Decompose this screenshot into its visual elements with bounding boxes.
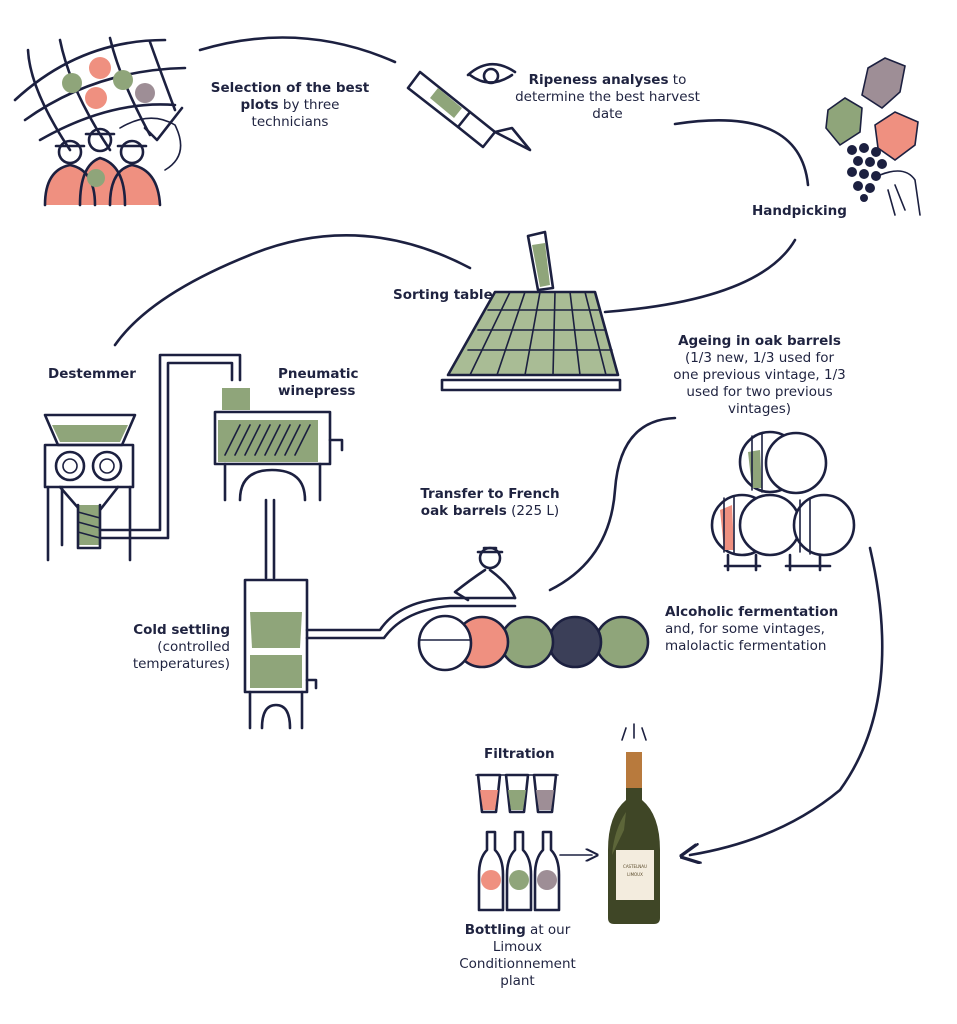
destemmer-label-bold: Destemmer <box>48 366 136 382</box>
cold-settling-label-rest: (controlled temperatures) <box>132 639 230 672</box>
ripeness-label-bold: Ripeness analyses <box>528 72 669 88</box>
filtration-label: Filtration <box>484 746 555 763</box>
fermentation-label-rest: and, for some vintages, malolactic ferme… <box>665 621 827 654</box>
transfer-label: Transfer to French oak barrels (225 L) <box>410 486 570 520</box>
bottling-label-rest: at our Limoux Conditionnement plant <box>459 922 576 989</box>
refractometer-icon <box>406 62 532 152</box>
fermentation-label-bold: Alcoholic fermentation <box>665 604 839 620</box>
cold-settling-tank-icon <box>243 578 517 730</box>
bottling-label-bold: Bottling <box>464 922 526 938</box>
destemmer-icon <box>43 353 242 562</box>
winepress-label: Pneumatic winepress <box>278 366 368 400</box>
vineyard-plots-icon <box>13 36 187 152</box>
winepress-label-bold: Pneumatic winepress <box>278 366 359 399</box>
ripeness-label-rest: to determine the best harvest date <box>515 72 700 122</box>
cold-settling-label-bold: Cold settling <box>133 622 230 638</box>
fermentation-label: Alcoholic fermentation and, for some vin… <box>665 604 850 655</box>
destemmer-label: Destemmer <box>48 366 136 383</box>
ageing-label-bold: Ageing in oak barrels <box>678 333 841 349</box>
svg-text:CASTELNAU: CASTELNAU <box>623 864 647 869</box>
grapevine-hand-icon <box>825 57 921 216</box>
selection-label-bold: Selection of the best plots <box>210 80 370 113</box>
fermentation-barrels-icon <box>417 546 650 672</box>
sorting-table-label-bold: Sorting table <box>393 287 493 303</box>
ageing-label: Ageing in oak barrels (1/3 new, 1/3 used… <box>672 333 847 418</box>
filtration-label-bold: Filtration <box>484 746 555 762</box>
flow-connectors <box>113 36 884 856</box>
filtration-icon <box>475 773 559 814</box>
cold-settling-label: Cold settling (controlled temperatures) <box>110 622 230 673</box>
pneumatic-winepress-icon <box>213 388 344 580</box>
technicians-icon <box>43 106 184 207</box>
bottling-label: Bottling at our Limoux Conditionnement p… <box>450 922 585 990</box>
ageing-barrels-icon <box>710 430 856 572</box>
sorting-table-label: Sorting table <box>393 287 493 304</box>
svg-text:LIMOUX: LIMOUX <box>627 872 643 877</box>
selection-label-rest: by three technicians <box>251 97 340 130</box>
handpicking-label-bold: Handpicking <box>752 203 847 219</box>
small-bottles-icon <box>477 830 561 912</box>
wine-bottle-icon: CASTELNAU LIMOUX <box>608 723 660 924</box>
ageing-label-rest: (1/3 new, 1/3 used for one previous vint… <box>673 350 846 417</box>
transfer-label-bold: Transfer to French oak barrels <box>420 486 560 519</box>
transfer-label-rest: (225 L) <box>506 503 560 519</box>
sorting-table-icon <box>440 230 622 392</box>
handpicking-label: Handpicking <box>752 203 847 220</box>
selection-label: Selection of the best plots by three tec… <box>205 80 375 131</box>
ripeness-label: Ripeness analyses to determine the best … <box>515 72 700 123</box>
